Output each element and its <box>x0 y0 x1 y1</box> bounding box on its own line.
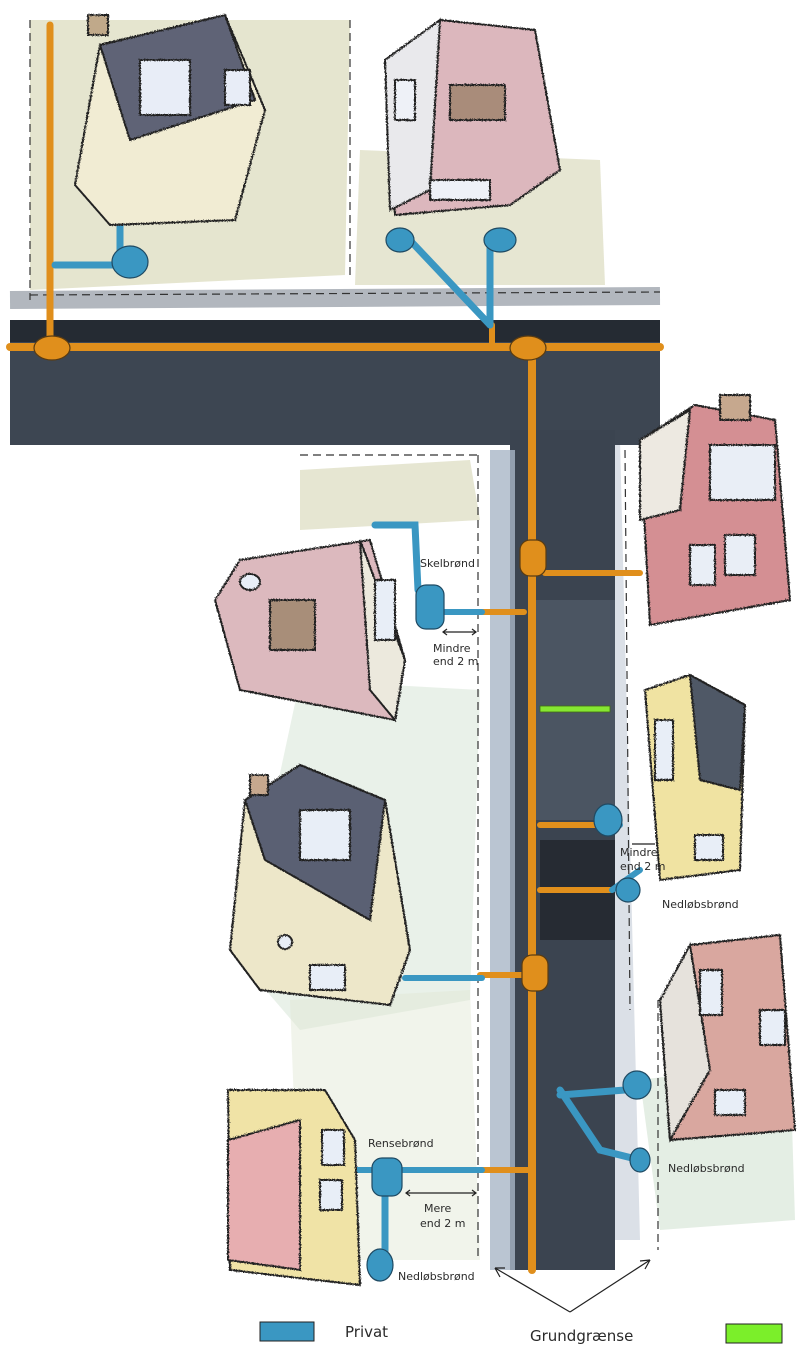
house-right-lower <box>660 935 795 1140</box>
label-mindre-1-line1: Mindre <box>433 642 471 655</box>
house-right-mid <box>645 675 745 880</box>
label-mindre-2-line2: end 2 m <box>620 860 665 873</box>
label-skelbrond: Skelbrønd <box>420 557 475 570</box>
label-rensebrond: Rensebrønd <box>368 1137 434 1150</box>
house-top-right <box>385 20 560 215</box>
house-right-top <box>640 395 790 625</box>
label-mere-line2: end 2 m <box>420 1217 465 1230</box>
road-horizontal <box>10 296 660 445</box>
house-mid-left <box>215 540 405 720</box>
house-left-lower <box>230 765 410 1005</box>
label-nedlobsbrond-1: Nedløbsbrønd <box>662 898 739 911</box>
legend-grundgraense-label: Grundgrænse <box>530 1327 633 1345</box>
label-nedlobsbrond-3: Nedløbsbrønd <box>668 1162 745 1175</box>
house-top-left <box>75 15 265 225</box>
label-mere-line1: Mere <box>424 1202 452 1215</box>
legend-privat-swatch <box>260 1322 314 1341</box>
label-nedlobsbrond-2: Nedløbsbrønd <box>398 1270 475 1283</box>
legend: Privat Grundgrænse <box>260 1322 782 1345</box>
legend-public-swatch <box>726 1324 782 1343</box>
label-mindre-1-line2: end 2 m <box>433 655 478 668</box>
house-bottom-left <box>228 1090 360 1285</box>
legend-privat-label: Privat <box>345 1323 388 1341</box>
public-marker <box>540 706 610 712</box>
label-mindre-2-line1: Mindre <box>620 846 658 859</box>
